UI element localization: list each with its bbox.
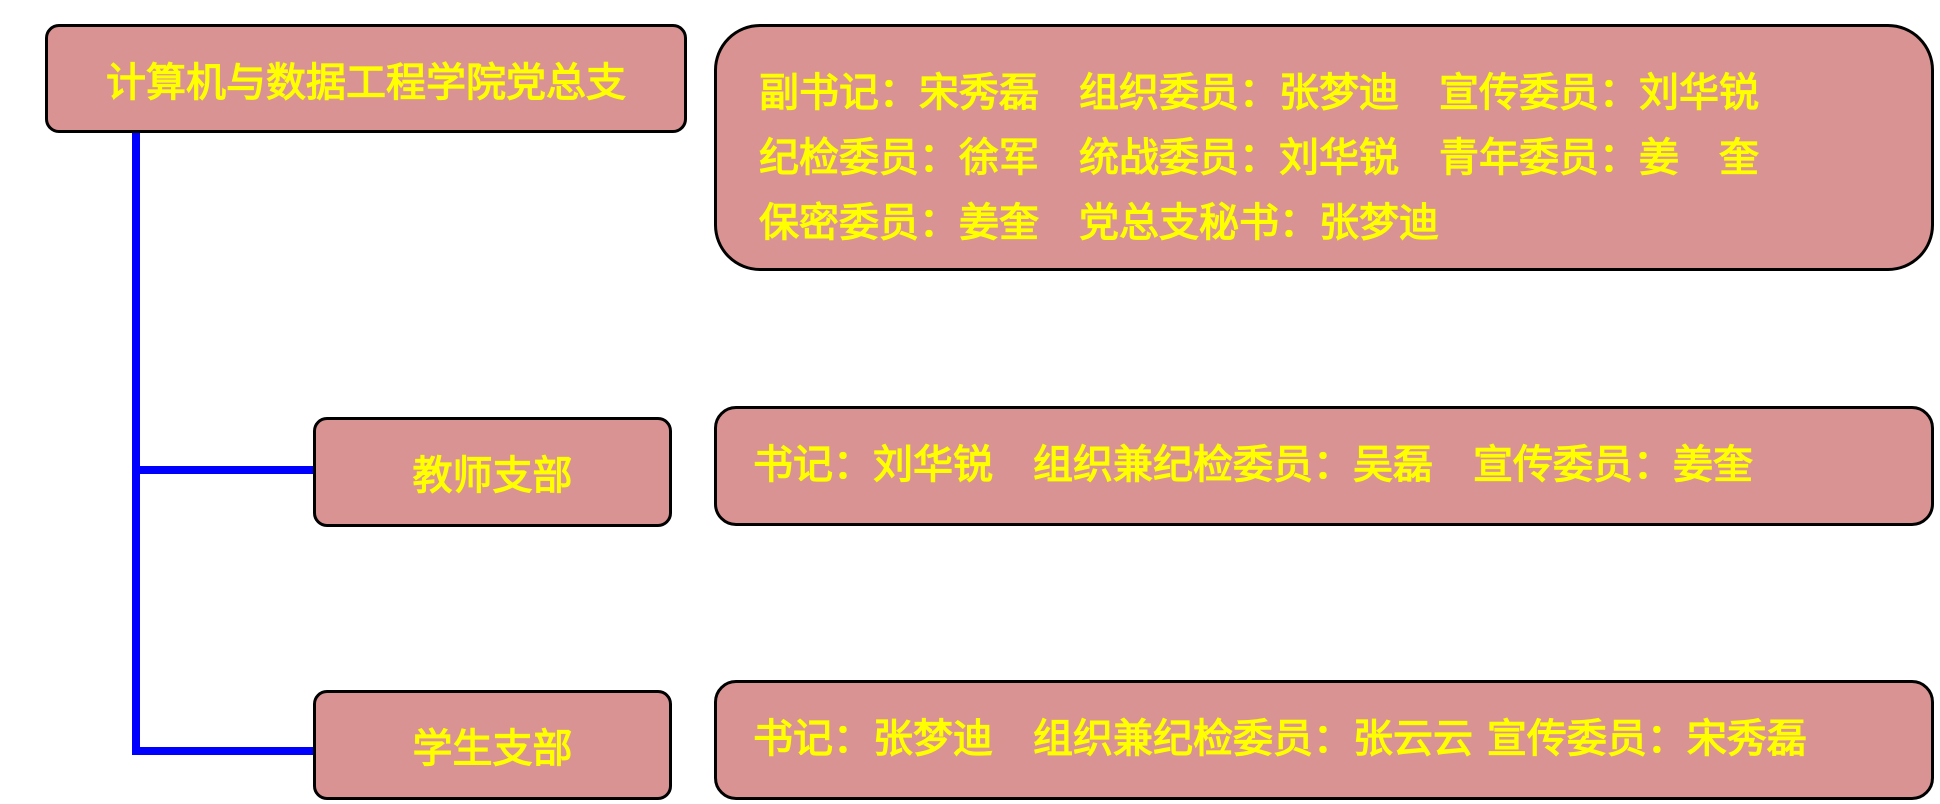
student-branch-connector: [132, 747, 314, 755]
teacher-branch-node: 教师支部: [313, 417, 672, 527]
student-branch-node: 学生支部: [313, 690, 672, 800]
root-details-line: 保密委员：姜奎 党总支秘书：张梦迪: [759, 200, 1439, 246]
student-branch-details: 书记：张梦迪 组织兼纪检委员：张云云 宣传委员：宋秀磊: [753, 716, 1807, 762]
teacher-branch-details-box: 书记：刘华锐 组织兼纪检委员：吴磊 宣传委员：姜奎: [714, 406, 1934, 526]
student-branch-details-box: 书记：张梦迪 组织兼纪检委员：张云云 宣传委员：宋秀磊: [714, 680, 1934, 800]
teacher-branch-label: 教师支部: [412, 453, 573, 499]
student-branch-label: 学生支部: [412, 726, 573, 772]
teacher-branch-connector: [132, 466, 314, 474]
root-node-label: 计算机与数据工程学院党总支: [106, 59, 626, 106]
root-details-box: 副书记：宋秀磊 组织委员：张梦迪 宣传委员：刘华锐 纪检委员：徐军 统战委员：刘…: [714, 24, 1934, 271]
root-details-line: 纪检委员：徐军 统战委员：刘华锐 青年委员：姜 奎: [759, 135, 1759, 181]
root-details-line: 副书记：宋秀磊 组织委员：张梦迪 宣传委员：刘华锐: [759, 70, 1759, 116]
teacher-branch-details: 书记：刘华锐 组织兼纪检委员：吴磊 宣传委员：姜奎: [753, 442, 1753, 488]
root-node: 计算机与数据工程学院党总支: [45, 24, 687, 133]
trunk-connector: [132, 132, 140, 755]
